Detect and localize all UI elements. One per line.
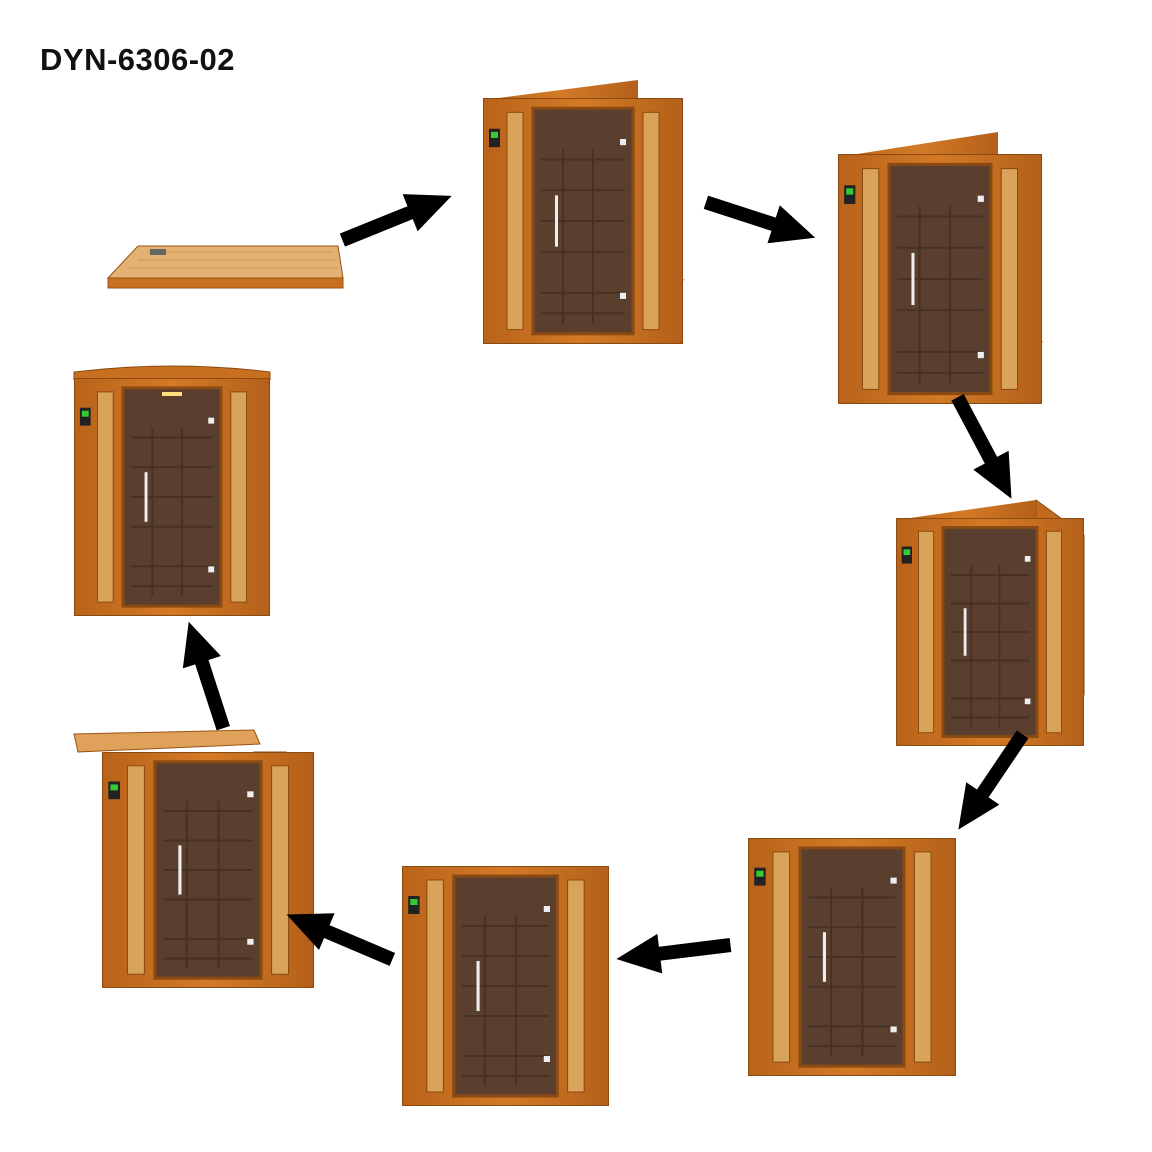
step-4-enclosed-cabin (896, 499, 1084, 728)
step-3-front-and-side (838, 132, 1042, 382)
step-2-front-panel (483, 80, 685, 326)
step-1-floor-panel (106, 244, 344, 292)
step-5-cabin-front (748, 838, 956, 1076)
arrow-step-1-to-2 (334, 177, 460, 259)
step-6-cabin-front (402, 866, 609, 1106)
arrow-step-3-to-4 (939, 387, 1030, 509)
step-7-roof-installation (73, 729, 286, 966)
arrow-step-5-to-6 (613, 925, 734, 979)
arrow-step-7-to-8 (169, 615, 243, 735)
step-8-finished-sauna (74, 365, 270, 604)
arrow-step-2-to-3 (699, 183, 822, 257)
model-number-title: DYN-6306-02 (40, 42, 236, 77)
